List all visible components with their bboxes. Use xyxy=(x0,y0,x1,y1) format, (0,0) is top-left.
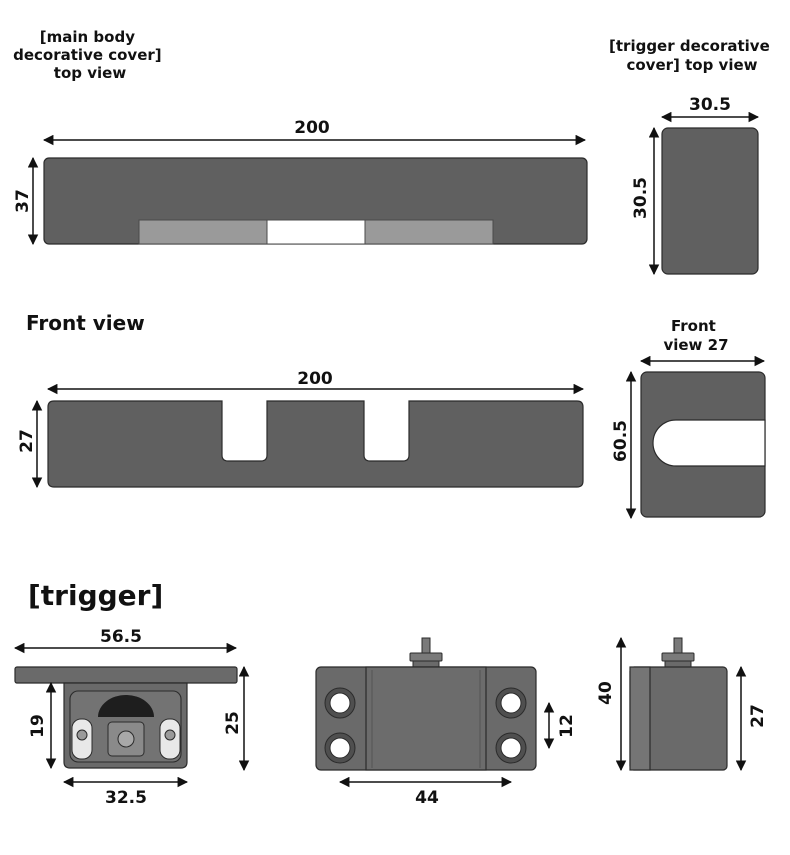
trigger-side-collar xyxy=(661,652,695,662)
mount-holes xyxy=(324,687,527,764)
trigger-stem-collar xyxy=(409,652,443,662)
trigger-side-stem xyxy=(673,637,683,654)
trigger-end-pin xyxy=(117,730,135,748)
trigger-section-title: [trigger] xyxy=(28,579,163,612)
main-cover-stripe-right xyxy=(364,219,494,245)
trigger-top-height-label: 30.5 xyxy=(631,177,651,219)
trigger-right-height-label: 25 xyxy=(223,711,243,735)
main-top-height-label: 37 xyxy=(13,189,33,213)
trigger-top-width-label: 30.5 xyxy=(689,95,731,115)
trigger-side-flange xyxy=(629,666,651,771)
trigger-cover-top-body xyxy=(661,127,759,275)
front-length-label: 200 xyxy=(297,369,333,389)
trigger-side-total-label: 40 xyxy=(596,681,616,705)
front-view-title: Front view xyxy=(26,311,145,335)
front-height-label: 27 xyxy=(17,429,37,453)
trigger-cover-title: [trigger decorative cover] top view xyxy=(609,37,775,74)
screw-icon xyxy=(164,729,176,741)
trigger-mount-plate xyxy=(14,666,238,684)
trigger-hole-spacing-label: 12 xyxy=(557,714,577,738)
main-cover-stripe-left xyxy=(138,219,268,245)
front-view-body xyxy=(47,400,584,488)
trigger-stem-base xyxy=(412,660,440,668)
trigger-plate-center xyxy=(365,666,487,771)
trigger-side-body-label: 27 xyxy=(748,704,768,728)
trigger-left-height-label: 19 xyxy=(28,714,48,738)
trigger-front-height-label: 60.5 xyxy=(611,420,631,462)
main-top-length-label: 200 xyxy=(294,118,330,138)
main-cover-title: [main body decorative cover] top view xyxy=(13,28,167,82)
main-cover-slot xyxy=(266,219,366,245)
trigger-front-view-title: Front view 27 xyxy=(663,317,728,354)
screw-icon xyxy=(76,729,88,741)
trigger-plate-width-label: 44 xyxy=(415,788,439,808)
trigger-stem xyxy=(421,637,431,654)
trigger-base-width-label: 32.5 xyxy=(105,788,147,808)
trigger-width-label: 56.5 xyxy=(100,627,142,647)
trigger-end-dome xyxy=(98,695,154,717)
trigger-side-stem-base xyxy=(664,660,692,668)
trigger-front-slot xyxy=(652,419,766,467)
